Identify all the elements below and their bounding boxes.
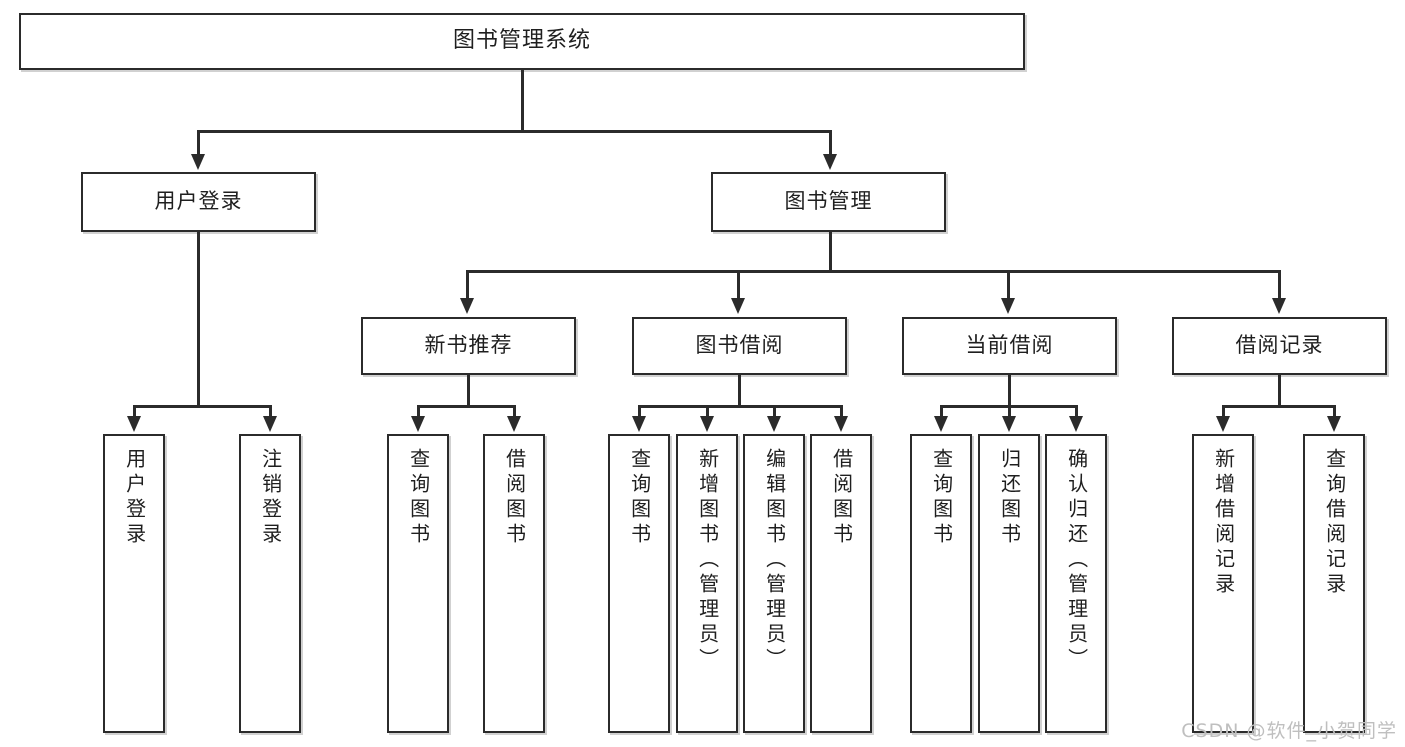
node-label: 编辑图书（管理员） xyxy=(762,448,787,673)
node-label: 用户登录 xyxy=(122,448,147,548)
connector-borrow-records-drop-2 xyxy=(1333,405,1336,418)
arrow-to-leaf-add-record xyxy=(1216,416,1230,432)
node-new-books[interactable]: 新书推荐 xyxy=(361,317,576,375)
arrow-to-leaf-add-book xyxy=(700,416,714,432)
arrow-to-leaf-return-book xyxy=(1002,416,1016,432)
arrow-to-leaf-query-record xyxy=(1327,416,1341,432)
connector-level3-bus xyxy=(466,270,1278,273)
connector-current-borrow-drop-3 xyxy=(1075,405,1078,418)
connector-new-books-stem xyxy=(467,375,470,405)
leaf-query-borrow-record[interactable]: 查询借阅记录 xyxy=(1303,434,1365,733)
node-label: 借阅记录 xyxy=(1235,333,1324,358)
node-borrow-records[interactable]: 借阅记录 xyxy=(1172,317,1387,375)
node-book-borrow[interactable]: 图书借阅 xyxy=(632,317,847,375)
arrow-to-book-management xyxy=(823,154,837,170)
arrow-to-borrow-records xyxy=(1272,298,1286,314)
arrow-to-book-borrow xyxy=(731,298,745,314)
node-label: 图书借阅 xyxy=(695,333,784,358)
leaf-query-book-new[interactable]: 查询图书 xyxy=(387,434,449,733)
node-label: 新书推荐 xyxy=(424,333,513,358)
node-label: 借阅图书 xyxy=(829,448,854,548)
connector-book-borrow-drop-2 xyxy=(706,405,709,418)
node-label: 新增借阅记录 xyxy=(1211,448,1236,598)
node-label: 归还图书 xyxy=(997,448,1022,548)
connector-level2-drop-1 xyxy=(197,130,200,156)
connector-book-borrow-drop-3 xyxy=(773,405,776,418)
connector-level3-drop-4 xyxy=(1278,270,1281,300)
connector-level3-drop-3 xyxy=(1007,270,1010,300)
arrow-to-leaf-query-book-1 xyxy=(411,416,425,432)
connector-book-borrow-drop-4 xyxy=(840,405,843,418)
arrow-to-user-login xyxy=(191,154,205,170)
node-label: 确认归还（管理员） xyxy=(1064,448,1089,673)
node-label: 图书管理系统 xyxy=(452,28,591,54)
connector-new-books-drop-1 xyxy=(417,405,420,418)
leaf-confirm-return[interactable]: 确认归还（管理员） xyxy=(1045,434,1107,733)
connector-level3-drop-1 xyxy=(466,270,469,300)
leaf-return-book[interactable]: 归还图书 xyxy=(978,434,1040,733)
connector-user-login-drop-1 xyxy=(133,405,136,418)
arrow-to-leaf-user-login xyxy=(127,416,141,432)
leaf-user-login[interactable]: 用户登录 xyxy=(103,434,165,733)
connector-current-borrow-drop-2 xyxy=(1008,405,1011,418)
arrow-to-leaf-borrow-book-1 xyxy=(507,416,521,432)
leaf-add-borrow-record[interactable]: 新增借阅记录 xyxy=(1192,434,1254,733)
arrow-to-leaf-query-book-3 xyxy=(934,416,948,432)
connector-user-login-drop-2 xyxy=(269,405,272,418)
connector-book-borrow-stem xyxy=(738,375,741,405)
node-label: 借阅图书 xyxy=(502,448,527,548)
leaf-borrow-book-new[interactable]: 借阅图书 xyxy=(483,434,545,733)
arrow-to-leaf-borrow-book-2 xyxy=(834,416,848,432)
connector-user-login-stem xyxy=(197,232,200,405)
node-label: 查询借阅记录 xyxy=(1322,448,1347,598)
connector-book-borrow-drop-1 xyxy=(638,405,641,418)
connector-root-stem xyxy=(521,70,524,130)
connector-current-borrow-drop-1 xyxy=(940,405,943,418)
connector-new-books-bus xyxy=(417,405,515,408)
node-label: 当前借阅 xyxy=(965,333,1054,358)
node-book-management[interactable]: 图书管理 xyxy=(711,172,946,232)
arrow-to-new-books xyxy=(460,298,474,314)
arrow-to-current-borrow xyxy=(1001,298,1015,314)
leaf-borrow-book[interactable]: 借阅图书 xyxy=(810,434,872,733)
node-root-system[interactable]: 图书管理系统 xyxy=(19,13,1025,70)
connector-borrow-records-drop-1 xyxy=(1222,405,1225,418)
arrow-to-leaf-query-book-2 xyxy=(632,416,646,432)
leaf-add-book[interactable]: 新增图书（管理员） xyxy=(676,434,738,733)
node-label: 注销登录 xyxy=(258,448,283,548)
connector-current-borrow-stem xyxy=(1008,375,1011,405)
arrow-to-leaf-confirm-return xyxy=(1069,416,1083,432)
node-label: 查询图书 xyxy=(929,448,954,548)
arrow-to-leaf-logout xyxy=(263,416,277,432)
leaf-query-book-borrow[interactable]: 查询图书 xyxy=(608,434,670,733)
node-label: 新增图书（管理员） xyxy=(695,448,720,673)
connector-book-borrow-bus xyxy=(638,405,843,408)
leaf-query-book-current[interactable]: 查询图书 xyxy=(910,434,972,733)
node-label: 查询图书 xyxy=(406,448,431,548)
arrow-to-leaf-edit-book xyxy=(767,416,781,432)
node-label: 用户登录 xyxy=(154,189,243,214)
connector-level2-drop-2 xyxy=(829,130,832,156)
connector-book-management-stem xyxy=(829,232,832,270)
node-label: 查询图书 xyxy=(627,448,652,548)
connector-borrow-records-bus xyxy=(1222,405,1335,408)
node-user-login[interactable]: 用户登录 xyxy=(81,172,316,232)
connector-level3-drop-2 xyxy=(737,270,740,300)
leaf-edit-book[interactable]: 编辑图书（管理员） xyxy=(743,434,805,733)
node-label: 图书管理 xyxy=(784,189,873,214)
connector-user-login-bus xyxy=(133,405,269,408)
connector-level2-bus xyxy=(197,130,831,133)
connector-new-books-drop-2 xyxy=(513,405,516,418)
connector-borrow-records-stem xyxy=(1278,375,1281,405)
leaf-logout[interactable]: 注销登录 xyxy=(239,434,301,733)
node-current-borrow[interactable]: 当前借阅 xyxy=(902,317,1117,375)
